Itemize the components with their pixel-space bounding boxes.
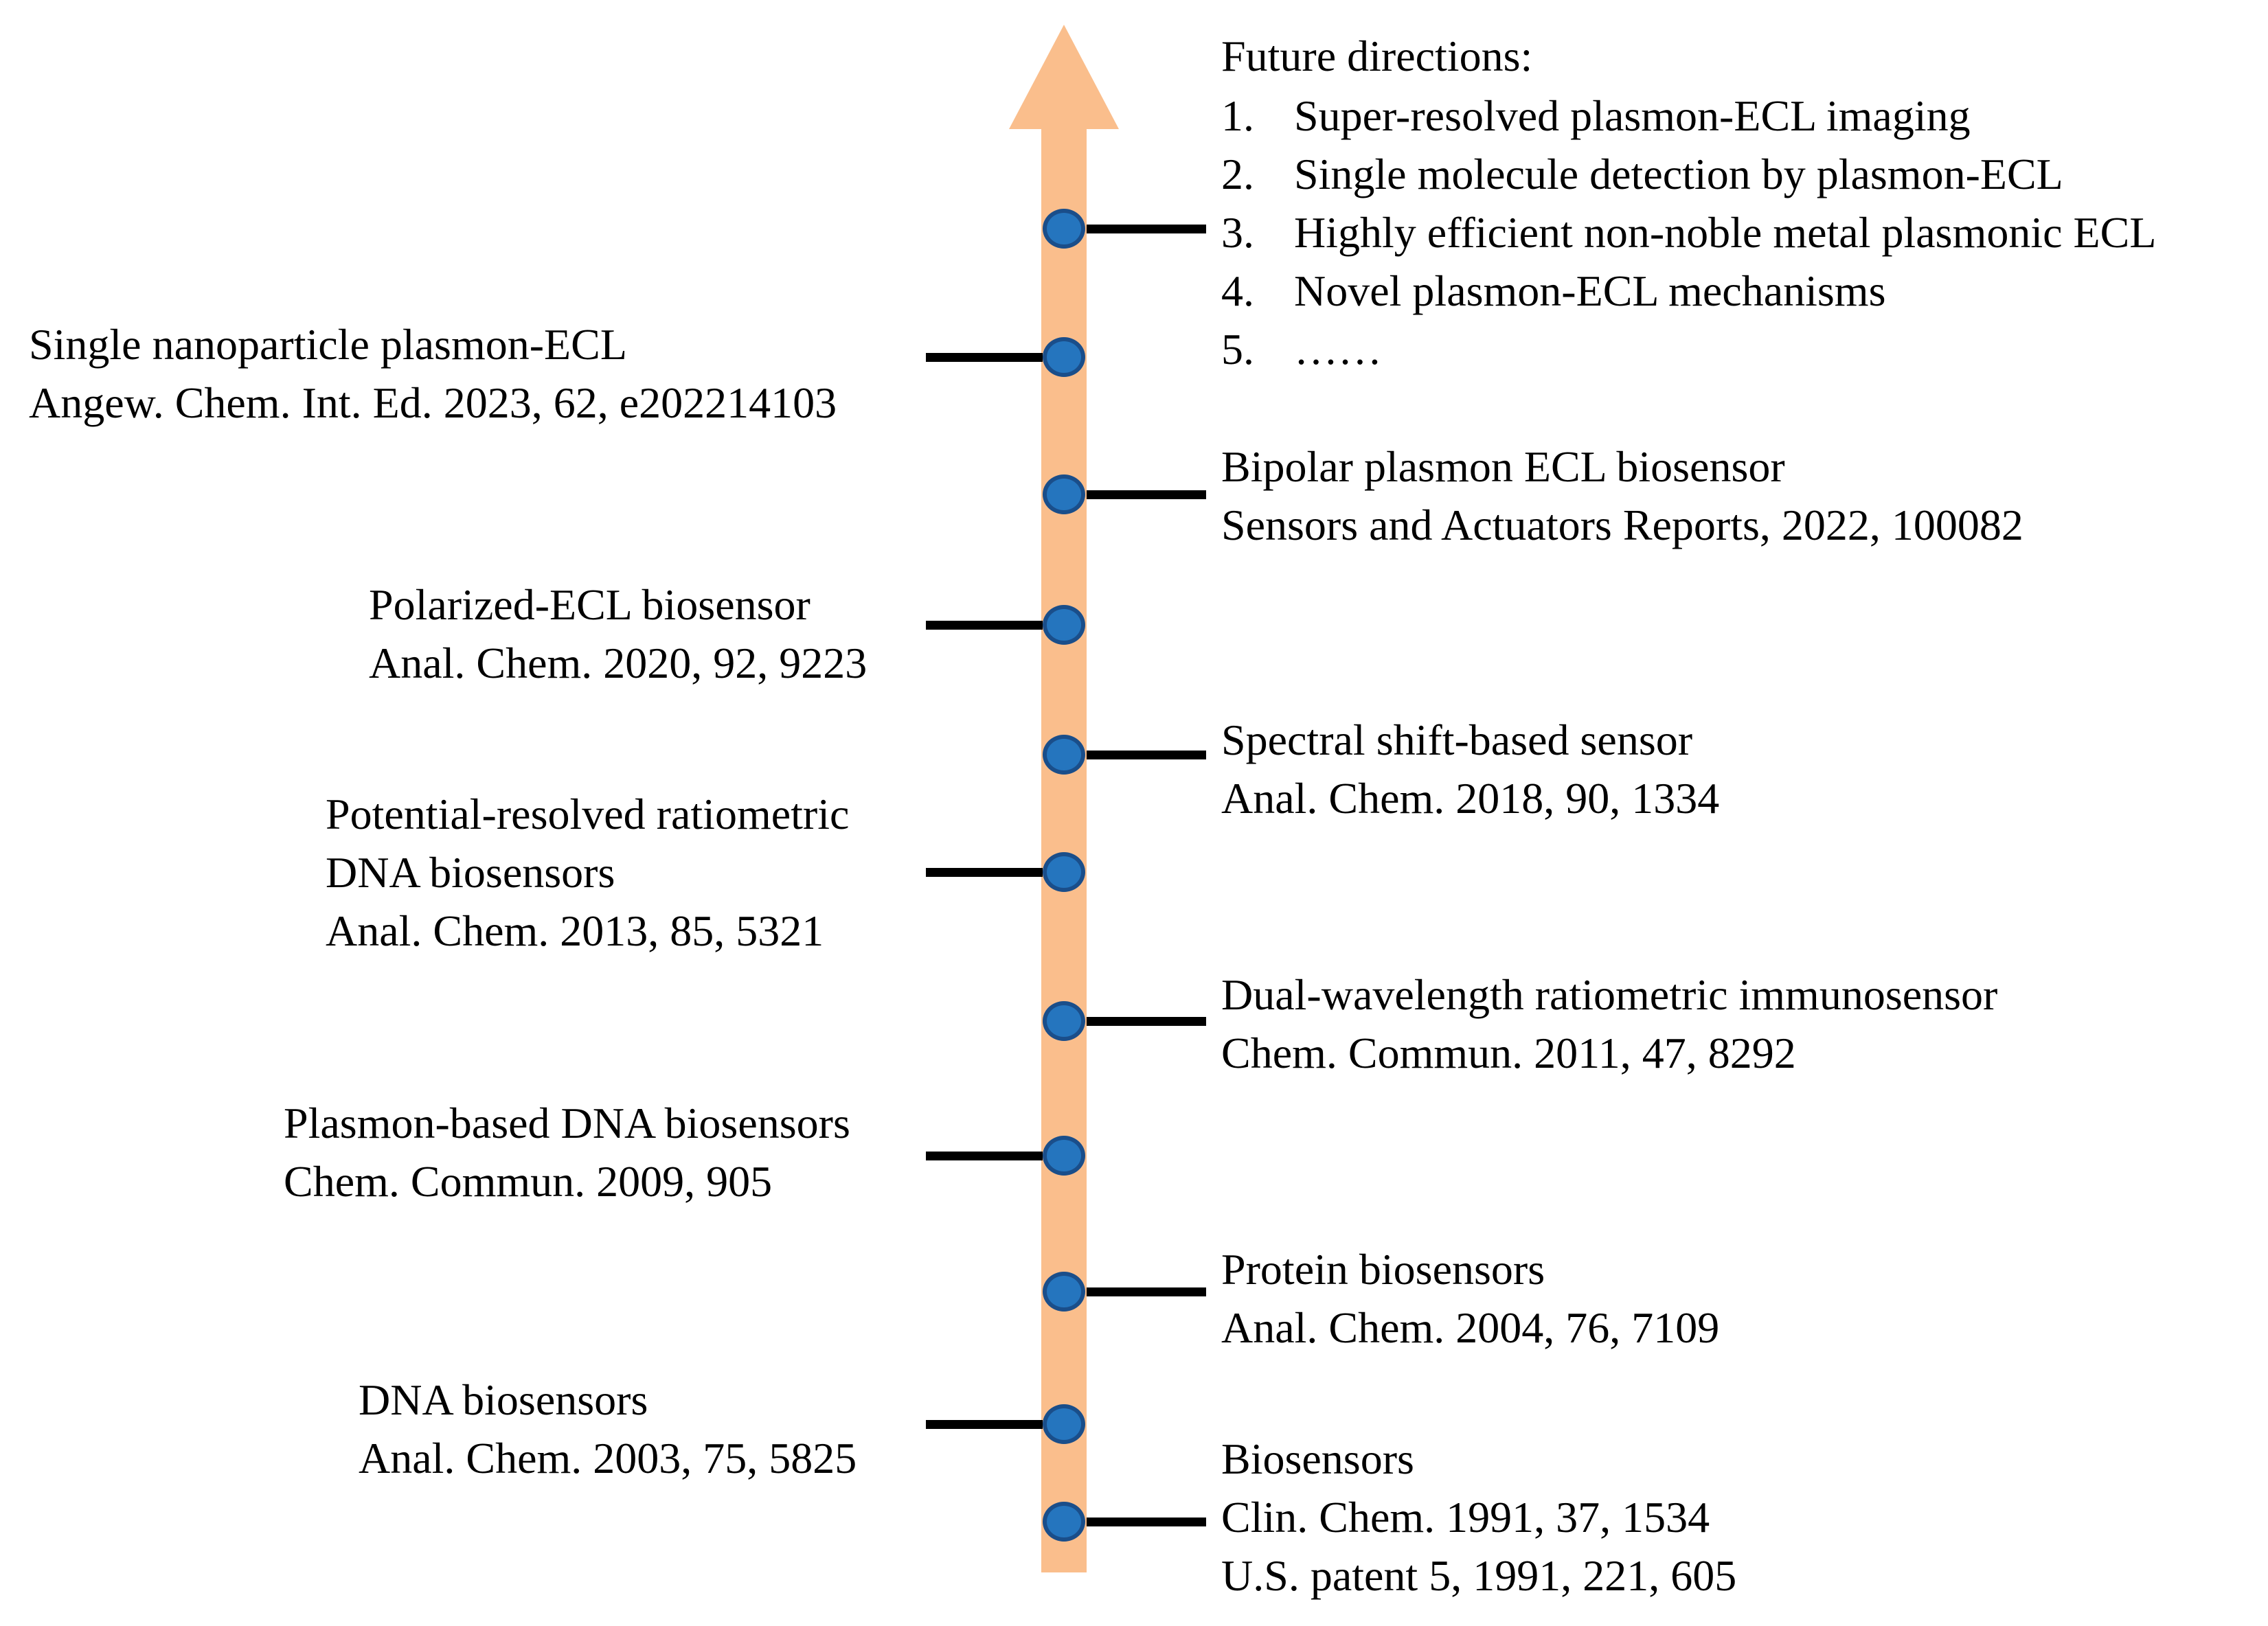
connector-line: [1087, 1017, 1206, 1026]
connector-line: [926, 1152, 1043, 1160]
milestone-dot: [1043, 1272, 1085, 1312]
future-direction-number: 5.: [1221, 325, 1254, 374]
milestone-dot: [1043, 209, 1085, 249]
milestone-reference: Sensors and Actuators Reports, 2022, 100…: [1221, 501, 2023, 549]
connector-line: [1087, 1518, 1206, 1526]
milestone-reference: Angew. Chem. Int. Ed. 2023, 62, e2022141…: [29, 378, 837, 427]
milestone-title: Spectral shift-based sensor: [1221, 715, 1693, 764]
milestone-reference: Anal. Chem. 2003, 75, 5825: [359, 1434, 857, 1482]
milestone-title: Single nanoparticle plasmon-ECL: [29, 320, 627, 369]
connector-line: [1087, 751, 1206, 759]
timeline-arrowhead-icon: [1009, 25, 1119, 129]
future-direction-text: ……: [1294, 325, 1382, 374]
future-directions-heading: Future directions:: [1221, 32, 1533, 80]
milestone-title: Dual-wavelength ratiometric immunosensor: [1221, 970, 1998, 1019]
milestone-title: Potential-resolved ratiometric: [326, 790, 850, 838]
milestone-title: DNA biosensors: [359, 1375, 648, 1424]
connector-line: [926, 1420, 1043, 1429]
milestone-reference: Anal. Chem. 2018, 90, 1334: [1221, 774, 1720, 823]
connector-line: [1087, 1287, 1206, 1296]
milestone-dot: [1043, 474, 1085, 514]
milestone-reference: Chem. Commun. 2009, 905: [284, 1157, 773, 1206]
milestone-title: Polarized-ECL biosensor: [369, 580, 810, 629]
future-direction-text: Highly efficient non-noble metal plasmon…: [1294, 208, 2157, 257]
future-direction-item: 3. Highly efficient non-noble metal plasm…: [1221, 203, 2156, 262]
milestone-reference: Anal. Chem. 2004, 76, 7109: [1221, 1303, 1720, 1352]
future-direction-number: 1.: [1221, 91, 1254, 140]
milestone-reference: Anal. Chem. 2020, 92, 9223: [369, 639, 867, 687]
milestone-title: Plasmon-based DNA biosensors: [284, 1099, 850, 1147]
future-direction-item: 1. Super-resolved plasmon-ECL imaging: [1221, 87, 2156, 145]
future-directions-block: Future directions: 1. Super-resolved plas…: [1221, 26, 2156, 378]
milestone-reference: Anal. Chem. 2013, 85, 5321: [326, 906, 824, 955]
milestone-dot: [1043, 337, 1085, 377]
connector-line: [926, 868, 1043, 877]
future-direction-item: 2. Single molecule detection by plasmon-E…: [1221, 145, 2156, 203]
connector-line: [926, 353, 1043, 362]
milestone-reference: U.S. patent 5, 1991, 221, 605: [1221, 1551, 1737, 1600]
future-direction-text: Single molecule detection by plasmon-ECL: [1294, 150, 2063, 198]
milestone-dot: [1043, 605, 1085, 645]
milestone-dot: [1043, 1001, 1085, 1041]
milestone-reference: DNA biosensors: [326, 848, 615, 897]
milestone-dot: [1043, 1404, 1085, 1444]
milestone-dot: [1043, 852, 1085, 892]
future-direction-number: 3.: [1221, 208, 1254, 257]
future-directions-list: 1. Super-resolved plasmon-ECL imaging 2. Si…: [1221, 87, 2156, 378]
future-direction-text: Novel plasmon-ECL mechanisms: [1294, 266, 1886, 315]
connector-line: [926, 621, 1043, 630]
milestone-reference: Clin. Chem. 1991, 37, 1534: [1221, 1493, 1710, 1542]
milestone-label: Dual-wavelength ratiometric immunosensor…: [1221, 965, 1997, 1082]
future-direction-number: 2.: [1221, 150, 1254, 198]
milestone-title: Protein biosensors: [1221, 1245, 1545, 1294]
milestone-dot: [1043, 1502, 1085, 1542]
connector-line: [1087, 225, 1206, 233]
milestone-title: Bipolar plasmon ECL biosensor: [1221, 442, 1785, 491]
milestone-dot: [1043, 1136, 1085, 1176]
future-direction-item: 4. Novel plasmon-ECL mechanisms: [1221, 262, 2156, 320]
milestone-title: Biosensors: [1221, 1434, 1414, 1483]
future-direction-text: Super-resolved plasmon-ECL imaging: [1294, 91, 1971, 140]
milestone-label: Single nanoparticle plasmon-ECL Angew. Ch…: [29, 315, 837, 432]
milestone-dot: [1043, 735, 1085, 775]
future-direction-number: 4.: [1221, 266, 1254, 315]
connector-line: [1087, 490, 1206, 499]
future-direction-item: 5. ……: [1221, 320, 2156, 378]
milestone-reference: Chem. Commun. 2011, 47, 8292: [1221, 1029, 1796, 1077]
